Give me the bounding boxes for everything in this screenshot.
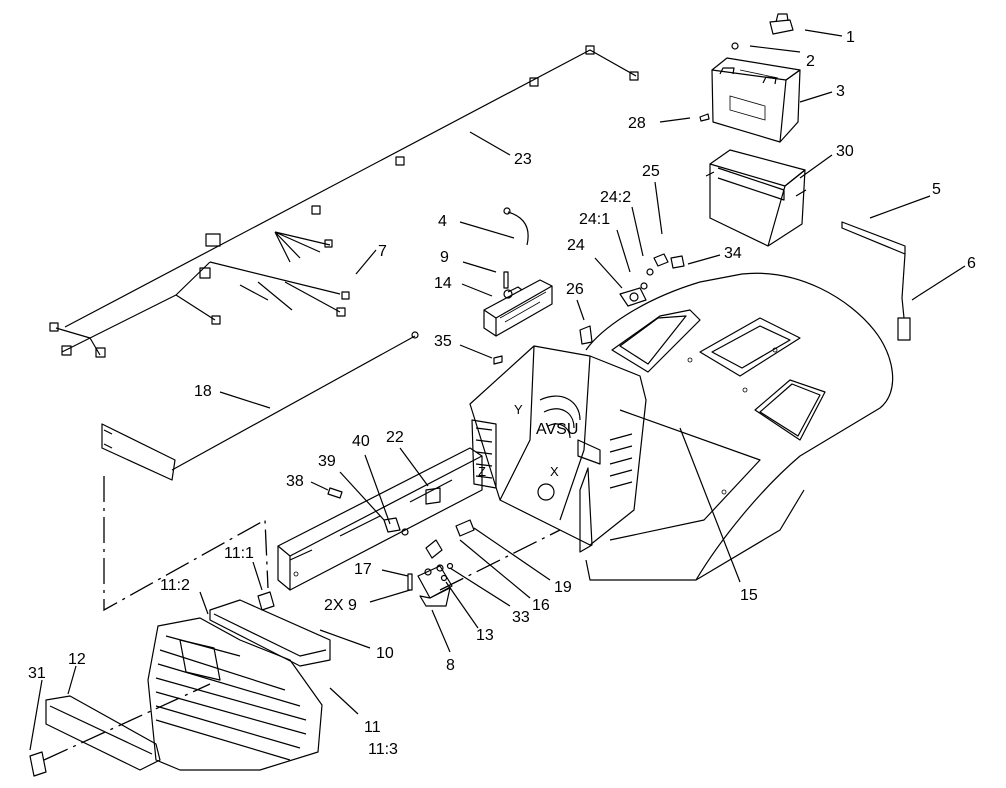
frame-rail <box>277 447 483 591</box>
part-1-cap <box>769 13 794 35</box>
callout-19: 19 <box>554 579 572 596</box>
callout-12: 12 <box>68 651 86 668</box>
callout-labels: 1 2 3 28 23 30 25 24:2 24:1 5 4 24 34 7 … <box>28 29 976 758</box>
part-3-battery <box>711 57 801 143</box>
marker-overlap: AVSU <box>536 421 578 438</box>
part-24-switch <box>619 287 647 307</box>
part-26-clip <box>579 325 593 345</box>
part-11-hood <box>147 617 323 771</box>
callout-2: 2 <box>806 53 815 70</box>
part-6-connector <box>897 295 919 341</box>
part-13-nut <box>440 574 448 582</box>
part-12-bumper <box>45 695 161 771</box>
part-4-cable <box>503 207 529 246</box>
seat-pod-housing <box>469 345 647 553</box>
part-34-cap <box>670 255 685 269</box>
callout-11: 11 <box>364 719 381 736</box>
part-30-battery-tray <box>705 149 807 247</box>
part-25-knob <box>653 253 669 267</box>
part-39-switch <box>383 517 401 533</box>
callout-6: 6 <box>967 255 976 272</box>
callout-31: 31 <box>28 665 46 682</box>
callout-10: 10 <box>376 645 394 662</box>
callout-8: 8 <box>446 657 455 674</box>
callout-23: 23 <box>514 151 532 168</box>
callout-17: 17 <box>354 561 372 578</box>
part-33-washer <box>446 562 454 570</box>
callout-11-3: 11:3 <box>368 741 398 758</box>
callout-40: 40 <box>352 433 370 450</box>
part-40-nut <box>401 528 409 536</box>
callout-18: 18 <box>194 383 212 400</box>
callout-1: 1 <box>846 29 855 46</box>
callout-5: 5 <box>932 181 941 198</box>
part-18-cable <box>101 331 419 481</box>
callout-24-1: 24:1 <box>579 211 610 228</box>
part-drawings <box>29 13 919 777</box>
callout-39: 39 <box>318 453 336 470</box>
part-24-1-washer <box>640 282 648 290</box>
part-35-plug <box>493 355 503 365</box>
part-15-body <box>585 272 894 581</box>
callout-22: 22 <box>386 429 404 446</box>
callout-2x9: 2X 9 <box>324 597 357 614</box>
callout-14: 14 <box>434 275 452 292</box>
callout-26: 26 <box>566 281 584 298</box>
callout-24-2: 24:2 <box>600 189 631 206</box>
marker-y: Y <box>514 402 523 417</box>
part-16-elbow <box>425 539 443 559</box>
part-31-emblem <box>29 751 47 777</box>
callout-34: 34 <box>724 245 742 262</box>
callout-33: 33 <box>512 609 530 626</box>
callout-38: 38 <box>286 473 304 490</box>
callout-7: 7 <box>378 243 387 260</box>
part-11-1-fuseholder <box>257 591 275 611</box>
callout-11-2: 11:2 <box>160 577 190 594</box>
part-14-bracket <box>483 279 553 337</box>
callout-25: 25 <box>642 163 660 180</box>
callout-4: 4 <box>438 213 447 230</box>
part-38-bolt <box>327 487 343 499</box>
part-24-2-nut <box>646 268 654 276</box>
callout-30: 30 <box>836 143 854 160</box>
callout-24: 24 <box>567 237 585 254</box>
callout-15: 15 <box>740 587 758 604</box>
callout-11-1: 11:1 <box>224 545 254 562</box>
marker-z: Z <box>478 464 486 479</box>
callout-9: 9 <box>440 249 449 266</box>
center-lines <box>43 476 561 761</box>
part-22-relay <box>425 487 441 505</box>
part-10-guard <box>209 599 331 667</box>
part-2-bolt <box>731 42 739 50</box>
callout-28: 28 <box>628 115 646 132</box>
part-8-solenoid <box>417 564 453 607</box>
part-5-rod <box>841 221 906 299</box>
callout-16: 16 <box>532 597 550 614</box>
part-23-wire-harness <box>49 45 639 358</box>
callout-35: 35 <box>434 333 452 350</box>
reference-markers: Y Z X AVSU <box>478 402 578 479</box>
callout-3: 3 <box>836 83 845 100</box>
part-19-terminal <box>455 519 475 537</box>
part-9-screw <box>503 271 509 289</box>
leader-lines <box>29 29 966 751</box>
part-28-bolt <box>699 113 710 122</box>
marker-x: X <box>550 464 559 479</box>
part-17-bolt <box>407 573 413 591</box>
callout-13: 13 <box>476 627 494 644</box>
